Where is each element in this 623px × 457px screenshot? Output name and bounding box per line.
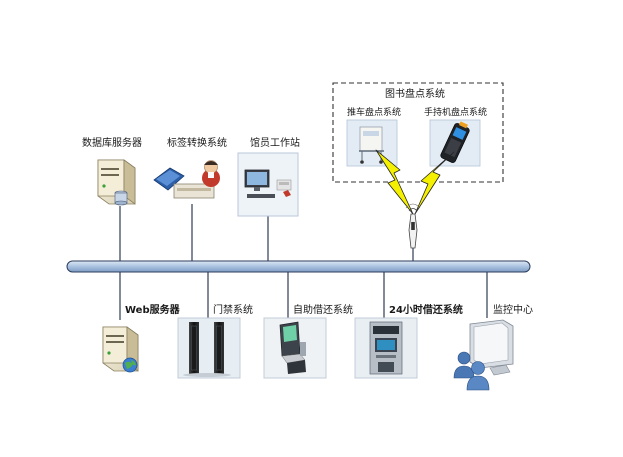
monitor-label: 监控中心: [493, 303, 533, 316]
inventory-dashed-border: [332, 82, 504, 183]
inventory-system-group: 图书盘点系统 推车盘点系统 手持机盘点系统: [332, 82, 504, 183]
handheld-scanner-icon: [440, 121, 470, 163]
gate-node: 门禁系统: [177, 303, 253, 379]
atm-kiosk-icon: [369, 321, 403, 375]
db-server-label: 数据库服务器: [82, 136, 142, 149]
access-point-antenna-icon: [405, 203, 421, 249]
librarian-node: 馆员工作站: [237, 136, 300, 217]
self-service-label: 自助借还系统: [293, 303, 353, 316]
network-bus: [66, 260, 531, 273]
monitor-node: 监控中心: [453, 303, 533, 391]
security-gate-icon: [183, 322, 231, 377]
tag-convert-node: 标签转换系统: [153, 136, 227, 199]
web-server-label: Web服务器: [125, 303, 181, 316]
web-server-node: Web服务器: [102, 303, 181, 373]
inventory-title: 图书盘点系统: [385, 87, 445, 100]
db-server-node: 数据库服务器: [82, 136, 142, 206]
web-server-icon: [102, 326, 139, 373]
connectors: [119, 204, 488, 320]
librarian-label: 馆员工作站: [250, 136, 300, 149]
gate-label: 门禁系统: [213, 303, 253, 316]
self-service-kiosk-icon: [279, 321, 306, 374]
tag-convert-label: 标签转换系统: [167, 136, 227, 149]
24h-node: 24小时借还系统: [354, 303, 463, 379]
database-server-icon: [97, 159, 136, 206]
cart-inventory-label: 推车盘点系统: [347, 106, 401, 118]
24h-label: 24小时借还系统: [389, 303, 463, 316]
librarian-workstation-icon: [244, 169, 292, 198]
tag-conversion-station-icon: [153, 160, 220, 199]
monitoring-center-icon: [453, 319, 514, 391]
handheld-inventory-label: 手持机盘点系统: [424, 106, 487, 118]
gate-photo-frame: [177, 317, 241, 379]
self-service-node: 自助借还系统: [263, 303, 353, 379]
inventory-cart-icon: [359, 126, 384, 164]
